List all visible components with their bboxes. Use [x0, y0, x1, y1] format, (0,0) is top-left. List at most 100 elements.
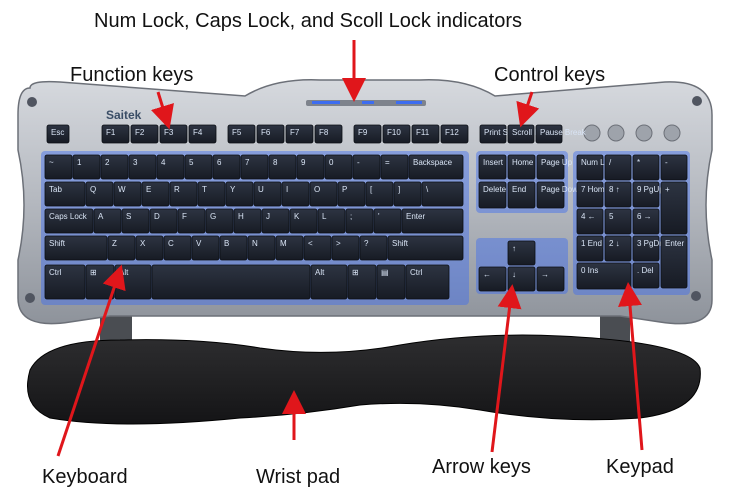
numpad-key[interactable]: 2 ↓ — [604, 235, 632, 262]
numpad-key[interactable]: 6 → — [632, 208, 660, 235]
key-esc[interactable]: Esc — [46, 124, 70, 144]
key[interactable]: W — [113, 181, 142, 207]
key[interactable]: K — [289, 208, 318, 234]
nav-key[interactable]: Delete — [478, 181, 507, 209]
key[interactable]: [ — [365, 181, 394, 207]
key[interactable]: 6 — [212, 154, 241, 180]
nav-key[interactable]: Insert — [478, 154, 507, 180]
function-key[interactable]: F4 — [188, 124, 217, 144]
key[interactable]: \ — [421, 181, 464, 207]
key[interactable]: C — [163, 235, 192, 261]
key[interactable]: F — [177, 208, 206, 234]
key[interactable]: Enter — [401, 208, 464, 234]
key[interactable]: 0 — [324, 154, 353, 180]
key[interactable]: Alt — [310, 264, 348, 300]
numpad-key[interactable]: 5 — [604, 208, 632, 235]
numpad-key[interactable]: . Del — [632, 262, 660, 289]
key[interactable]: 2 — [100, 154, 129, 180]
key[interactable]: ' — [373, 208, 402, 234]
key[interactable]: < — [303, 235, 332, 261]
key[interactable]: V — [191, 235, 220, 261]
numpad-key[interactable]: 8 ↑ — [604, 181, 632, 208]
function-key[interactable]: F9 — [353, 124, 382, 144]
key[interactable]: ⊞ — [347, 264, 377, 300]
function-key[interactable]: F11 — [411, 124, 440, 144]
key[interactable]: 5 — [184, 154, 213, 180]
key[interactable]: L — [317, 208, 346, 234]
key[interactable]: J — [261, 208, 290, 234]
key[interactable]: T — [197, 181, 226, 207]
key[interactable]: Ctrl — [405, 264, 450, 300]
arrow-key-down[interactable]: ↓ — [507, 266, 536, 292]
key[interactable]: O — [309, 181, 338, 207]
key[interactable]: Ctrl — [44, 264, 86, 300]
arrow-key-right[interactable]: → — [536, 266, 565, 292]
arrow-key-up[interactable]: ↑ — [507, 240, 536, 266]
function-key[interactable]: F10 — [382, 124, 411, 144]
function-key[interactable]: F5 — [227, 124, 256, 144]
key[interactable]: ⊞ — [85, 264, 115, 300]
function-key[interactable]: F2 — [130, 124, 159, 144]
key[interactable]: 9 — [296, 154, 325, 180]
numpad-key[interactable]: 0 Ins — [576, 262, 632, 290]
nav-key[interactable]: Home — [507, 154, 536, 180]
key[interactable]: M — [275, 235, 304, 261]
key[interactable]: Z — [107, 235, 136, 261]
key[interactable]: ▤ — [376, 264, 406, 300]
spacebar[interactable] — [151, 264, 311, 300]
function-key[interactable]: F12 — [440, 124, 469, 144]
media-button[interactable] — [583, 124, 601, 142]
numpad-key[interactable]: 1 End — [576, 235, 604, 262]
key[interactable]: = — [380, 154, 409, 180]
numpad-key[interactable]: 4 ← — [576, 208, 604, 235]
function-key[interactable]: F3 — [159, 124, 188, 144]
key[interactable]: S — [121, 208, 150, 234]
key[interactable]: 1 — [72, 154, 101, 180]
function-key[interactable]: F8 — [314, 124, 343, 144]
key[interactable]: Shift — [44, 235, 108, 261]
key[interactable]: P — [337, 181, 366, 207]
key[interactable]: N — [247, 235, 276, 261]
key[interactable]: Caps Lock — [44, 208, 94, 234]
key[interactable]: 3 — [128, 154, 157, 180]
key[interactable]: 7 — [240, 154, 269, 180]
key[interactable]: Y — [225, 181, 254, 207]
numpad-key[interactable]: + — [660, 181, 688, 235]
function-key[interactable]: F7 — [285, 124, 314, 144]
key[interactable]: U — [253, 181, 282, 207]
key[interactable]: H — [233, 208, 262, 234]
nav-key[interactable]: End — [507, 181, 536, 209]
key[interactable]: D — [149, 208, 178, 234]
key[interactable]: Backspace — [408, 154, 464, 180]
media-button[interactable] — [635, 124, 653, 142]
key[interactable]: Shift — [387, 235, 464, 261]
numpad-key[interactable]: - — [660, 154, 688, 181]
key[interactable]: ? — [359, 235, 388, 261]
nav-key[interactable]: Page Down — [536, 181, 582, 209]
numpad-key[interactable]: Num Lock — [576, 154, 618, 181]
key[interactable]: A — [93, 208, 122, 234]
key[interactable]: Tab — [44, 181, 86, 207]
key[interactable]: ~ — [44, 154, 73, 180]
key[interactable]: Q — [85, 181, 114, 207]
key[interactable]: I — [281, 181, 310, 207]
key[interactable]: E — [141, 181, 170, 207]
key[interactable]: R — [169, 181, 198, 207]
numpad-key[interactable]: Enter — [660, 235, 688, 289]
numpad-key[interactable]: 7 Home — [576, 181, 610, 208]
key[interactable]: B — [219, 235, 248, 261]
function-key[interactable]: F6 — [256, 124, 285, 144]
function-key[interactable]: F1 — [101, 124, 130, 144]
key[interactable]: ; — [345, 208, 374, 234]
key[interactable]: 4 — [156, 154, 185, 180]
key[interactable]: Alt — [114, 264, 152, 300]
control-key[interactable]: Pause Break — [535, 124, 587, 144]
numpad-key[interactable]: * — [632, 154, 660, 181]
numpad-key[interactable]: 9 PgUp — [632, 181, 664, 208]
arrow-key-left[interactable]: ← — [478, 266, 507, 292]
key[interactable]: G — [205, 208, 234, 234]
media-button[interactable] — [663, 124, 681, 142]
media-button[interactable] — [607, 124, 625, 142]
key[interactable]: 8 — [268, 154, 297, 180]
key[interactable]: ] — [393, 181, 422, 207]
